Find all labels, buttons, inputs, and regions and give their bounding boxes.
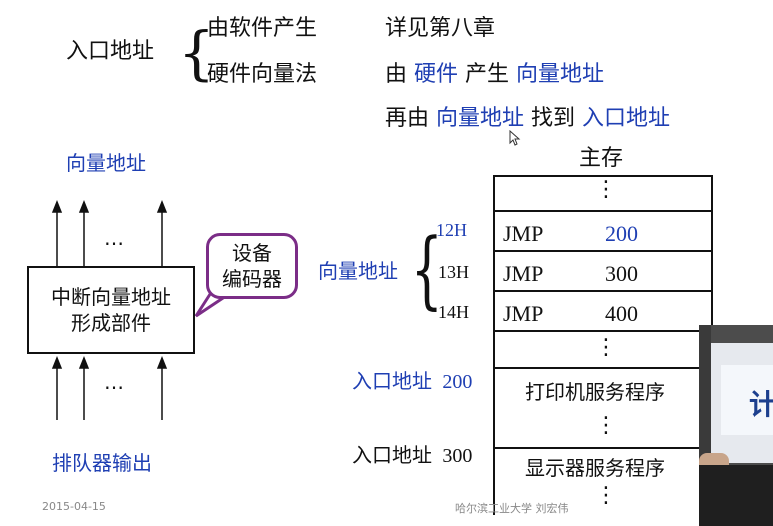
mem-op-14h: JMP <box>503 301 544 326</box>
text-hardware: 硬件 <box>414 62 459 87</box>
text-zaiyou: 再由 <box>385 106 430 131</box>
encoder-line-2: 编码器 <box>222 267 282 291</box>
dots-lower: … <box>104 370 124 394</box>
mem-op-13h: JMP <box>503 261 544 286</box>
mem-target-12h: 200 <box>605 221 638 246</box>
printer-service-routine: 打印机服务程序 <box>525 380 665 404</box>
entry-address-200: 入口地址 200 <box>352 369 472 394</box>
mem-row-divider <box>495 210 711 212</box>
addr-12h: 12H <box>436 220 467 240</box>
mem-row-divider <box>495 290 711 292</box>
addr-14h: 14H <box>438 302 469 322</box>
entry2-label: 入口地址 <box>352 443 432 467</box>
encoder-line-1: 设备 <box>232 241 272 265</box>
presenter-webcam: 计 <box>699 325 773 526</box>
device-encoder-callout: 设备 编码器 <box>206 233 298 299</box>
mem-op-12h: JMP <box>503 221 544 246</box>
cam-sign-text: 计 <box>749 388 773 421</box>
mem-vdots-top: ⋮ <box>595 177 617 202</box>
main-memory-title: 主存 <box>579 146 624 171</box>
mem-row-divider <box>495 447 711 449</box>
unit-line-1: 中断向量地址 <box>51 285 171 309</box>
text-entry-address: 入口地址 <box>582 106 671 131</box>
entry-address-300: 入口地址 300 <box>352 443 472 468</box>
cam-person <box>699 465 773 526</box>
mem-row-divider <box>495 330 711 332</box>
slide-credit: 哈尔滨工业大学 刘宏伟 <box>455 502 569 515</box>
entry-address-label: 入口地址 <box>66 39 155 64</box>
queue-output-label: 排队器输出 <box>52 451 152 475</box>
addr-13h: 13H <box>438 262 469 282</box>
interrupt-vector-unit: 中断向量地址 形成部件 <box>27 266 195 354</box>
text-vector-address: 向量地址 <box>516 62 605 87</box>
text-find: 找到 <box>531 106 576 131</box>
mem-vdots-printer: ⋮ <box>595 413 617 438</box>
cam-sign: 计 <box>721 365 773 435</box>
hardware-vector-method: 硬件向量法 <box>207 62 318 87</box>
display-service-routine: 显示器服务程序 <box>525 456 665 480</box>
entry1-addr: 200 <box>442 371 473 393</box>
mem-row-divider <box>495 367 711 369</box>
see-chapter-eight: 详见第八章 <box>385 16 496 41</box>
mem-target-13h: 300 <box>605 261 638 286</box>
hardware-generates-vector: 由 硬件 产生 向量地址 <box>385 62 604 88</box>
entry1-label: 入口地址 <box>352 369 432 393</box>
text-generate: 产生 <box>465 62 510 87</box>
entry2-addr: 300 <box>442 445 473 467</box>
top-brace: { <box>178 19 215 87</box>
vector-finds-entry: 再由 向量地址 找到 入口地址 <box>385 106 670 132</box>
memory-brace: { <box>410 220 443 318</box>
mem-vdots-mid: ⋮ <box>595 335 617 360</box>
text-you: 由 <box>385 62 408 87</box>
dots-upper: … <box>104 226 124 250</box>
text-vector-address-2: 向量地址 <box>436 106 525 131</box>
mouse-cursor-icon <box>509 130 521 146</box>
mem-target-14h: 400 <box>605 301 638 326</box>
vector-address-output-label: 向量地址 <box>66 151 146 175</box>
unit-line-2: 形成部件 <box>71 311 151 335</box>
mem-vdots-bottom: ⋮ <box>595 483 617 508</box>
main-memory-table: ⋮ JMP 200 JMP 300 JMP 400 ⋮ 打印机服务程序 ⋮ 显示… <box>493 175 713 515</box>
software-generated: 由软件产生 <box>207 16 318 41</box>
slide-date: 2015-04-15 <box>42 500 106 513</box>
mem-row-divider <box>495 250 711 252</box>
memory-vector-address-label: 向量地址 <box>318 259 398 283</box>
